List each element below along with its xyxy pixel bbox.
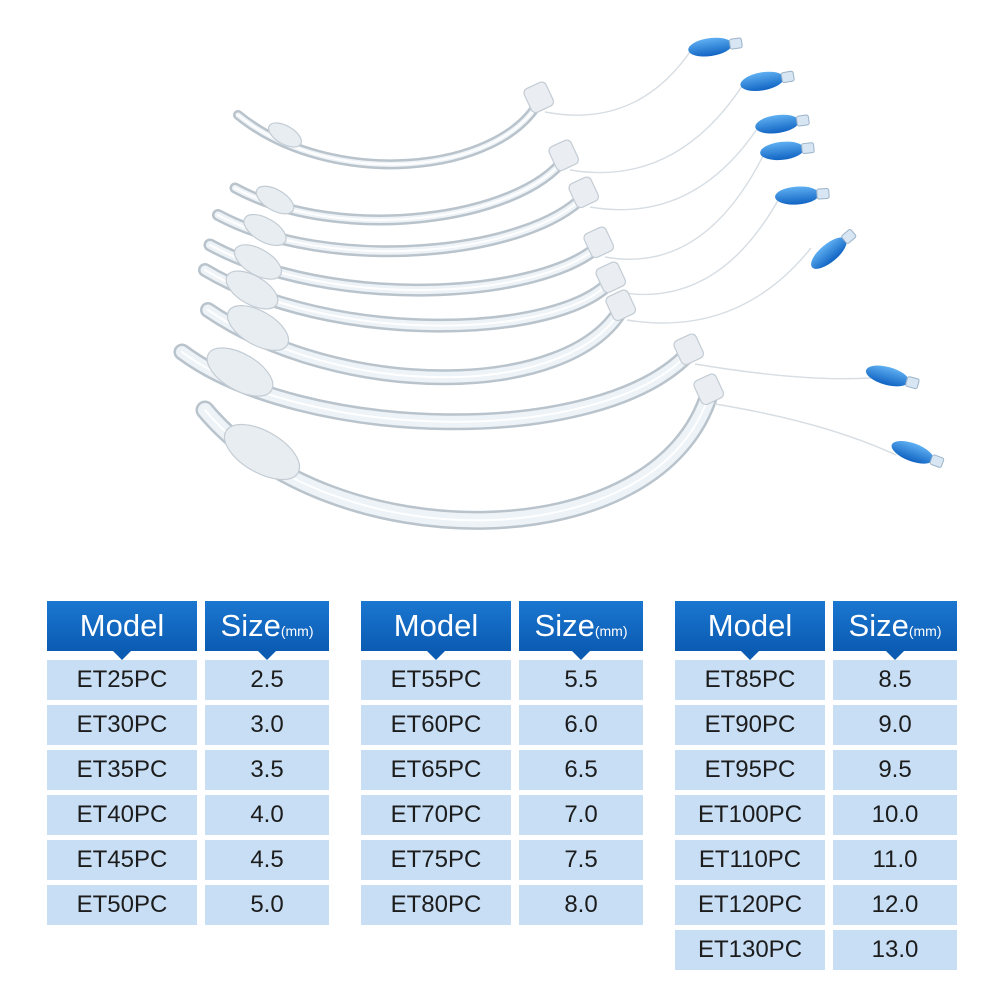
pilot-valve bbox=[728, 37, 743, 50]
model-cell: ET75PC bbox=[361, 840, 511, 880]
pilot-line bbox=[694, 363, 872, 380]
model-cell: ET65PC bbox=[361, 750, 511, 790]
pilot-valve bbox=[929, 454, 945, 468]
size-cell: 6.5 bbox=[519, 750, 643, 790]
pilot-balloon bbox=[891, 440, 934, 464]
tube-cuff bbox=[243, 213, 287, 247]
endotracheal-tubes-photo bbox=[173, 37, 945, 530]
size-unit-label: (mm) bbox=[280, 623, 314, 639]
size-cell: 3.5 bbox=[205, 750, 329, 790]
model-cell: ET100PC bbox=[675, 795, 825, 835]
tube-connector bbox=[568, 176, 600, 209]
size-cell: 4.5 bbox=[205, 840, 329, 880]
size-cell: 8.0 bbox=[519, 885, 643, 925]
size-header: Size(mm) bbox=[519, 601, 643, 660]
size-cell: 9.0 bbox=[833, 705, 957, 745]
tube-connector bbox=[693, 373, 725, 406]
pilot-valve bbox=[780, 70, 795, 84]
pilot-balloon bbox=[688, 37, 732, 57]
size-cell: 2.5 bbox=[205, 660, 329, 700]
model-cell: ET45PC bbox=[47, 840, 197, 880]
pilot-valve bbox=[801, 142, 815, 155]
size-header: Size(mm) bbox=[205, 601, 329, 660]
model-cell: ET50PC bbox=[47, 885, 197, 925]
model-cell: ET70PC bbox=[361, 795, 511, 835]
model-header-label: Model bbox=[79, 608, 165, 643]
model-cell: ET120PC bbox=[675, 885, 825, 925]
size-header-label: Size bbox=[220, 608, 281, 643]
size-cell: 5.0 bbox=[205, 885, 329, 925]
pilot-balloon bbox=[740, 71, 784, 92]
size-cell: 5.5 bbox=[519, 660, 643, 700]
tube-cuff bbox=[255, 185, 295, 215]
pilot-line bbox=[626, 247, 812, 324]
model-cell: ET110PC bbox=[675, 840, 825, 880]
size-cell: 6.0 bbox=[519, 705, 643, 745]
model-cell: ET95PC bbox=[675, 750, 825, 790]
pilot-line bbox=[616, 194, 782, 296]
pilot-balloon bbox=[775, 186, 819, 205]
model-cell: ET35PC bbox=[47, 750, 197, 790]
model-cell: ET60PC bbox=[361, 705, 511, 745]
tube-cuff bbox=[226, 305, 290, 351]
size-cell: 10.0 bbox=[833, 795, 957, 835]
tube-cuff bbox=[267, 122, 303, 148]
size-unit-label: (mm) bbox=[908, 623, 942, 639]
tube-connector bbox=[583, 226, 615, 259]
pilot-valve bbox=[795, 114, 810, 127]
model-cell: ET40PC bbox=[47, 795, 197, 835]
pilot-valve bbox=[905, 376, 920, 390]
pilot-line bbox=[589, 122, 762, 211]
pilot-balloon bbox=[811, 237, 847, 269]
pilot-line bbox=[604, 149, 767, 260]
size-cell: 8.5 bbox=[833, 660, 957, 700]
pilot-balloon bbox=[755, 114, 799, 134]
model-cell: ET25PC bbox=[47, 660, 197, 700]
size-cell: 7.5 bbox=[519, 840, 643, 880]
tube-connector bbox=[605, 289, 637, 322]
size-cell: 13.0 bbox=[833, 930, 957, 970]
pilot-balloon bbox=[865, 365, 909, 387]
pilot-line bbox=[544, 45, 695, 116]
size-cell: 4.0 bbox=[205, 795, 329, 835]
size-cell: 12.0 bbox=[833, 885, 957, 925]
size-cell: 7.0 bbox=[519, 795, 643, 835]
model-cell: ET90PC bbox=[675, 705, 825, 745]
tube-cuff bbox=[223, 423, 301, 481]
model-header: Model bbox=[675, 601, 825, 660]
tube-connector bbox=[595, 261, 627, 294]
pilot-line bbox=[714, 403, 897, 456]
pilot-line bbox=[569, 79, 747, 174]
tube-cuff bbox=[225, 270, 279, 310]
model-cell: ET30PC bbox=[47, 705, 197, 745]
tube-cuff bbox=[206, 347, 274, 397]
size-header-label: Size bbox=[534, 608, 595, 643]
size-header-label: Size bbox=[848, 608, 909, 643]
model-cell: ET55PC bbox=[361, 660, 511, 700]
model-cell: ET80PC bbox=[361, 885, 511, 925]
model-cell: ET130PC bbox=[675, 930, 825, 970]
size-header: Size(mm) bbox=[833, 601, 957, 660]
model-header-label: Model bbox=[707, 608, 793, 643]
tube-connector bbox=[523, 81, 555, 114]
pilot-valve bbox=[841, 229, 857, 244]
model-header: Model bbox=[361, 601, 511, 660]
size-cell: 9.5 bbox=[833, 750, 957, 790]
tube-connector bbox=[673, 333, 705, 366]
pilot-valve bbox=[816, 187, 830, 200]
tube-connector bbox=[548, 139, 580, 172]
size-cell: 3.0 bbox=[205, 705, 329, 745]
size-cell: 11.0 bbox=[833, 840, 957, 880]
size-unit-label: (mm) bbox=[594, 623, 628, 639]
pilot-balloon bbox=[760, 141, 804, 161]
model-header: Model bbox=[47, 601, 197, 660]
model-cell: ET85PC bbox=[675, 660, 825, 700]
model-header-label: Model bbox=[393, 608, 479, 643]
